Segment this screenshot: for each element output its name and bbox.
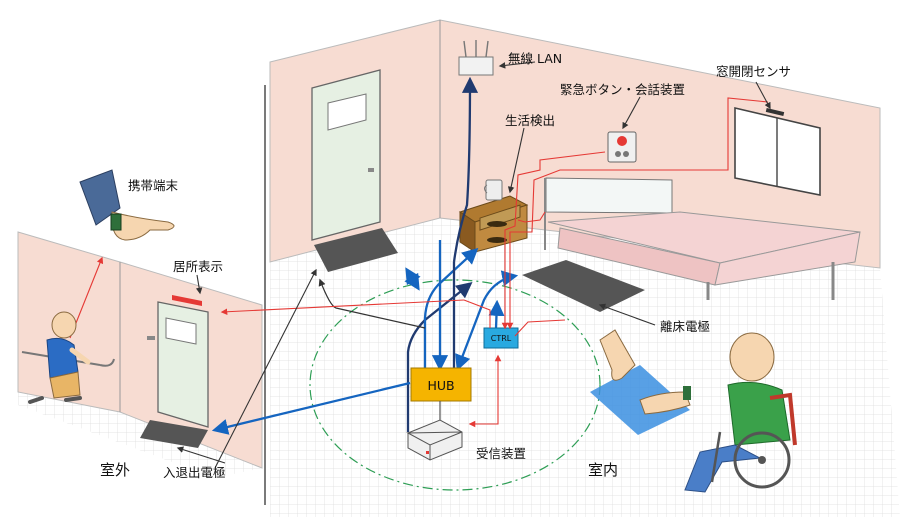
- hub-device: HUB: [410, 367, 472, 402]
- mobile-terminal-hand: [79, 169, 175, 241]
- entry-exit-electrode-label: 入退出電極: [163, 465, 226, 480]
- outdoor-door: [147, 301, 209, 428]
- outdoor-label: 室外: [100, 461, 130, 479]
- window-sensor-label: 窓開閉センサ: [716, 64, 791, 79]
- ctrl-label: CTRL: [491, 334, 512, 343]
- wireless-lan-label: 無線 LAN: [508, 51, 562, 66]
- wheelchair-user: [684, 332, 797, 493]
- caregiver-hands: [590, 329, 691, 435]
- network-links: [211, 76, 519, 435]
- location-display-bar: [172, 295, 202, 306]
- receiver-label: 受信装置: [476, 446, 526, 461]
- bed: [544, 177, 861, 300]
- emergency-button-device: [607, 131, 637, 163]
- nightstand: [458, 195, 529, 253]
- indoor-label: 室内: [588, 461, 618, 479]
- location-display-label: 居所表示: [173, 259, 223, 274]
- ctrl-device: CTRL: [483, 327, 519, 349]
- emergency-button-label: 緊急ボタン・会話装置: [560, 82, 685, 97]
- life-detection-sensor: [484, 179, 503, 201]
- mobile-terminal-label: 携帯端末: [128, 178, 179, 193]
- bed-exit-electrode-label: 離床電極: [660, 319, 710, 334]
- wireless-lan-device: [458, 40, 494, 76]
- life-detection-label: 生活検出: [505, 113, 555, 128]
- window: [734, 106, 821, 196]
- bed-exit-electrode-mat: [522, 260, 645, 312]
- indoor-door: [311, 69, 381, 241]
- elderly-walker: [28, 311, 91, 404]
- entry-exit-electrode-mat: [140, 420, 208, 448]
- hub-label: HUB: [427, 378, 454, 393]
- indoor-door-mat: [314, 228, 398, 272]
- signal-lines: [69, 97, 769, 428]
- monitoring-zone: [309, 279, 601, 491]
- receiver-device: [406, 419, 463, 461]
